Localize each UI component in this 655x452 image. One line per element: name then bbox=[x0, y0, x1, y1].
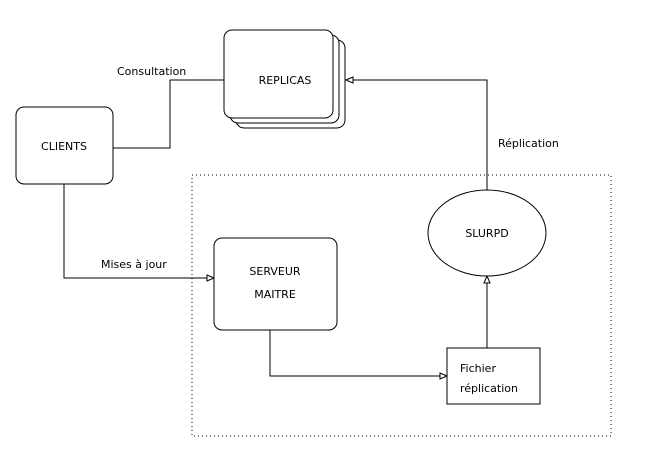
mises-a-jour-label: Mises à jour bbox=[101, 258, 167, 271]
clients-to-serveur-connector bbox=[63, 184, 208, 279]
serveur-label: SERVEUR bbox=[249, 265, 301, 278]
clients-label: CLIENTS bbox=[41, 140, 87, 153]
serveur-maitre-box bbox=[213, 237, 338, 331]
replicas-label: REPLICAS bbox=[259, 74, 312, 87]
slurpd-to-replicas-connector bbox=[352, 79, 488, 190]
slurpd-label: SLURPD bbox=[465, 227, 508, 240]
clients-box bbox=[15, 106, 114, 185]
consultation-label: Consultation bbox=[117, 65, 186, 78]
fichier-replication-node: Fichier réplication bbox=[446, 347, 541, 405]
replica-box-front bbox=[223, 29, 334, 119]
replicas-node: REPLICAS bbox=[223, 29, 346, 129]
fichier-to-slurpd-arrowhead bbox=[483, 274, 491, 284]
fichier-replication-box bbox=[446, 347, 541, 405]
serveur-maitre-node: SERVEUR MAITRE bbox=[213, 237, 338, 331]
clients-node: CLIENTS bbox=[15, 106, 114, 185]
clients-to-serveur-arrowhead bbox=[206, 274, 216, 282]
slurpd-ellipse bbox=[427, 189, 547, 277]
slurpd-node: SLURPD bbox=[427, 189, 547, 277]
maitre-label: MAITRE bbox=[254, 288, 296, 301]
replication-label: Réplication bbox=[498, 137, 559, 150]
replication-file-label: réplication bbox=[460, 382, 518, 395]
slurpd-to-replicas-arrowhead bbox=[344, 76, 354, 84]
fichier-label: Fichier bbox=[460, 362, 496, 375]
clients-to-replicas-connector bbox=[113, 79, 228, 149]
serveur-to-fichier-connector bbox=[269, 330, 441, 377]
serveur-to-fichier-arrowhead bbox=[439, 372, 449, 380]
